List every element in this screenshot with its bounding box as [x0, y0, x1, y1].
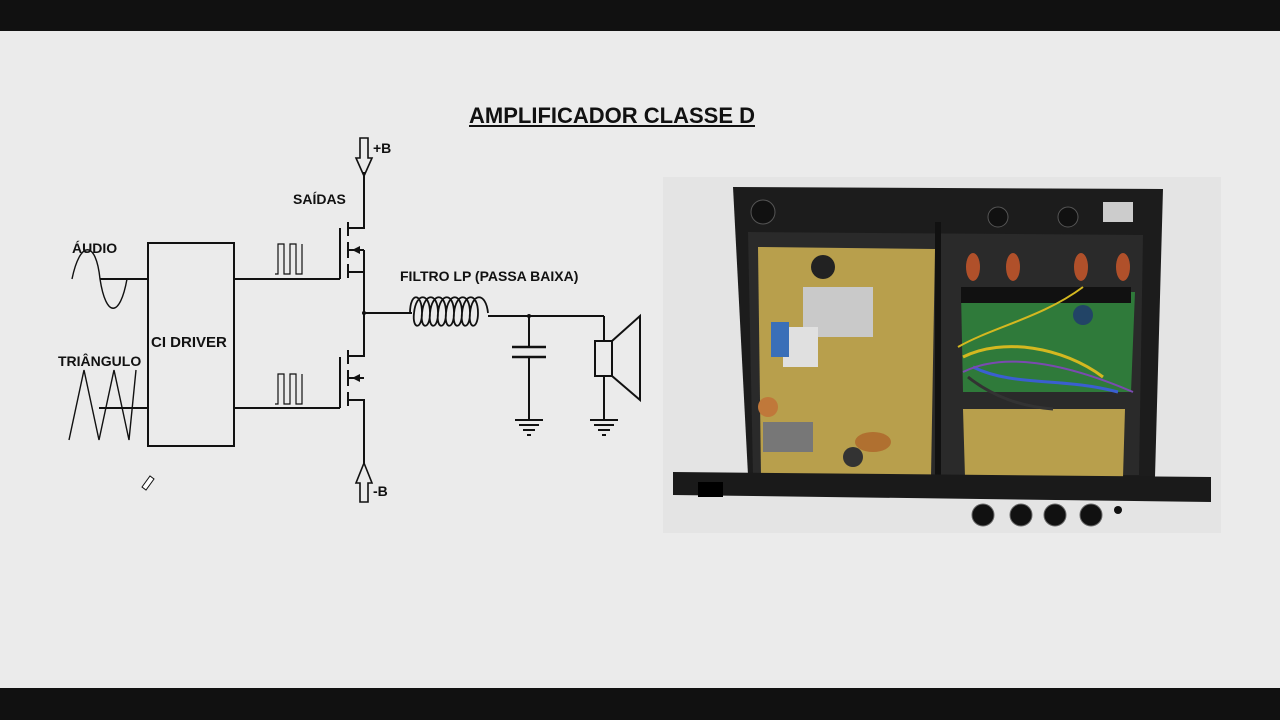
- ground-symbol-capacitor: [515, 419, 543, 436]
- label-plus-b: +B: [373, 140, 392, 156]
- mosfet-bottom: [339, 272, 365, 465]
- label-triangle: TRIÂNGULO: [58, 353, 142, 369]
- filter-node: [527, 314, 531, 318]
- label-minus-b: -B: [373, 483, 388, 499]
- ground-symbol-speaker: [590, 419, 618, 436]
- pwm-symbol-bottom: [275, 373, 303, 405]
- output-node: [362, 311, 366, 315]
- triangle-wave: [68, 369, 137, 441]
- speaker: [594, 313, 641, 420]
- minus-b-arrow: [354, 460, 374, 503]
- amplifier-photo: [663, 177, 1221, 533]
- slide-title: AMPLIFICADOR CLASSE D: [469, 103, 755, 128]
- label-audio: ÁUDIO: [72, 240, 118, 256]
- label-outputs: SAÍDAS: [293, 191, 346, 207]
- inductor-coil: [409, 296, 489, 327]
- letterbox-bottom: [0, 688, 1280, 720]
- schematic-diagram: [68, 137, 641, 503]
- mosfet-bottom-arrow: [352, 374, 360, 382]
- capacitor: [512, 316, 546, 420]
- label-filter: FILTRO LP (PASSA BAIXA): [400, 268, 579, 284]
- plus-b-arrow: [354, 137, 374, 178]
- letterbox-top: [0, 0, 1280, 31]
- mosfet-top-arrow: [352, 246, 360, 254]
- pwm-symbol-top: [275, 243, 303, 275]
- label-driver: CI DRIVER: [151, 334, 227, 351]
- driver-box: [147, 242, 235, 447]
- mosfet-top: [339, 172, 365, 279]
- pencil-icon: [141, 475, 155, 491]
